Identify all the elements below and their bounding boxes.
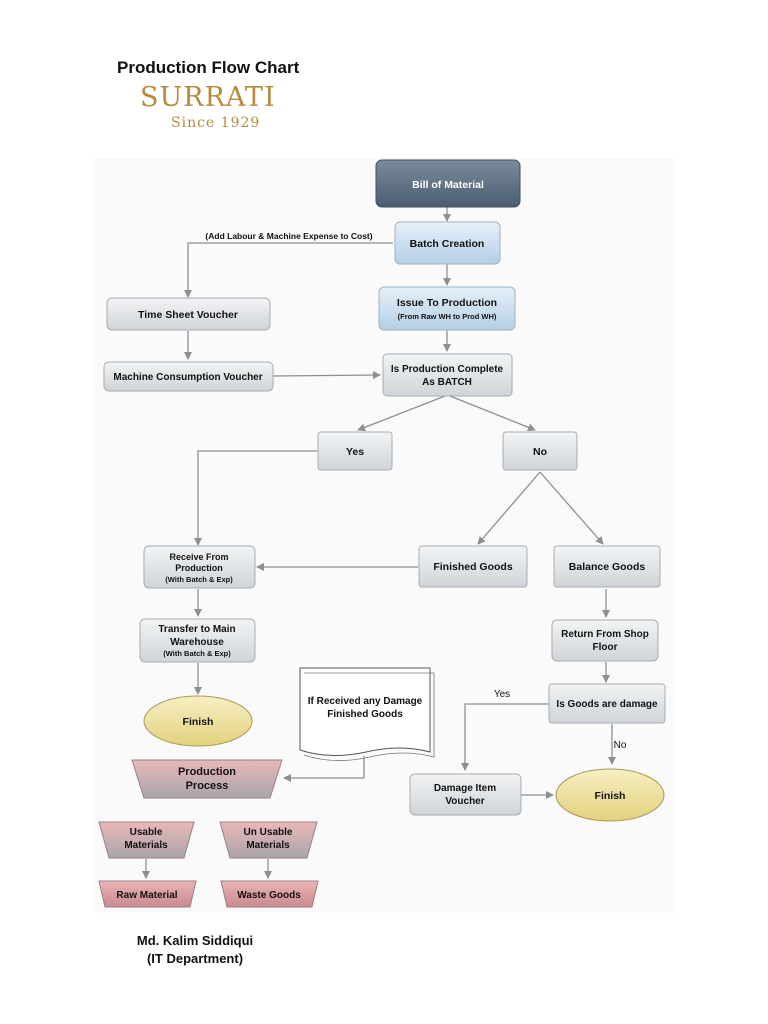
issue-to-production-label: Issue To Production [397, 297, 497, 309]
receive-from-production-line2: Production [175, 563, 223, 573]
usable-materials-line1: Usable [130, 827, 163, 838]
receive-from-production-line1: Receive From [169, 552, 228, 562]
damage-item-voucher-box: Damage Item Voucher [409, 773, 522, 816]
no-label: No [533, 446, 547, 458]
batch-creation-box: Batch Creation [394, 221, 501, 265]
finished-goods-label: Finished Goods [433, 561, 512, 573]
transfer-to-main-sub: (With Batch & Exp) [163, 649, 231, 658]
machine-consumption-voucher-label: Machine Consumption Voucher [113, 372, 262, 383]
batch-creation-label: Batch Creation [410, 238, 485, 250]
is-production-complete-line2: As BATCH [422, 377, 472, 388]
return-from-shop-floor-box: Return From Shop Floor [551, 619, 659, 662]
issue-to-production-box: Issue To Production (From Raw WH to Prod… [378, 286, 516, 331]
raw-material-label: Raw Material [116, 890, 177, 901]
issue-to-production-sub: (From Raw WH to Prod WH) [398, 312, 497, 321]
return-from-shop-line2: Floor [593, 642, 618, 653]
labour-expense-note: (Add Labour & Machine Expense to Cost) [205, 231, 372, 241]
logo-since: Since 1929 [171, 115, 261, 131]
finish-left-oval: Finish [143, 695, 253, 747]
production-process-box: Production Process [131, 759, 283, 799]
transfer-to-main-box: Transfer to Main Warehouse (With Batch &… [139, 618, 256, 663]
balance-goods-label: Balance Goods [569, 561, 646, 573]
author-department: (IT Department) [146, 951, 244, 966]
no-box: No [502, 431, 578, 471]
return-from-shop-line1: Return From Shop [561, 629, 649, 640]
machine-consumption-voucher-box: Machine Consumption Voucher [103, 361, 274, 392]
damage-note-line1: If Received any Damage [308, 696, 423, 707]
production-process-line1: Production [178, 766, 236, 778]
yes-label: Yes [346, 446, 364, 458]
waste-goods-box: Waste Goods [220, 880, 319, 908]
damage-item-voucher-line2: Voucher [445, 796, 484, 807]
time-sheet-voucher-box: Time Sheet Voucher [106, 297, 271, 331]
yes-box: Yes [317, 431, 393, 471]
un-usable-materials-box: Un Usable Materials [219, 821, 318, 859]
is-production-complete-line1: Is Production Complete [391, 364, 504, 375]
finish-left-label: Finish [183, 716, 214, 728]
is-production-complete-box: Is Production Complete As BATCH [382, 353, 513, 397]
balance-goods-box: Balance Goods [553, 545, 661, 588]
logo-name: SURRATI [140, 82, 276, 113]
bill-of-material-box: Bill of Material [375, 159, 521, 208]
finish-right-label: Finish [595, 790, 626, 802]
transfer-to-main-line1: Transfer to Main [158, 624, 235, 635]
un-usable-materials-line1: Un Usable [244, 827, 293, 838]
raw-material-box: Raw Material [98, 880, 197, 908]
transfer-to-main-line2: Warehouse [170, 637, 224, 648]
author-credit: Md. Kalim Siddiqui (IT Department) [0, 932, 390, 968]
damage-yes-label: Yes [494, 689, 510, 700]
damage-note-line2: Finished Goods [327, 709, 403, 720]
bill-of-material-label: Bill of Material [412, 179, 484, 191]
author-name: Md. Kalim Siddiqui [136, 933, 254, 948]
damage-note-document: If Received any Damage Finished Goods [299, 667, 435, 761]
usable-materials-box: Usable Materials [98, 821, 195, 859]
receive-from-production-sub: (With Batch & Exp) [165, 575, 233, 584]
page-title: Production Flow Chart [117, 58, 300, 77]
damage-no-label: No [614, 740, 627, 751]
receive-from-production-box: Receive From Production (With Batch & Ex… [143, 545, 256, 589]
is-goods-damage-box: Is Goods are damage [548, 683, 666, 724]
flow-diagram: Bill of Material Batch Creation (Add Lab… [95, 158, 675, 913]
usable-materials-line2: Materials [124, 840, 168, 851]
connectors [142, 207, 616, 879]
finish-right-oval: Finish [555, 768, 665, 822]
un-usable-materials-line2: Materials [246, 840, 290, 851]
production-process-line2: Process [186, 780, 229, 792]
is-goods-damage-label: Is Goods are damage [556, 699, 658, 710]
damage-item-voucher-line1: Damage Item [434, 783, 496, 794]
waste-goods-label: Waste Goods [237, 890, 301, 901]
finished-goods-box: Finished Goods [418, 545, 528, 588]
time-sheet-voucher-label: Time Sheet Voucher [138, 309, 238, 321]
